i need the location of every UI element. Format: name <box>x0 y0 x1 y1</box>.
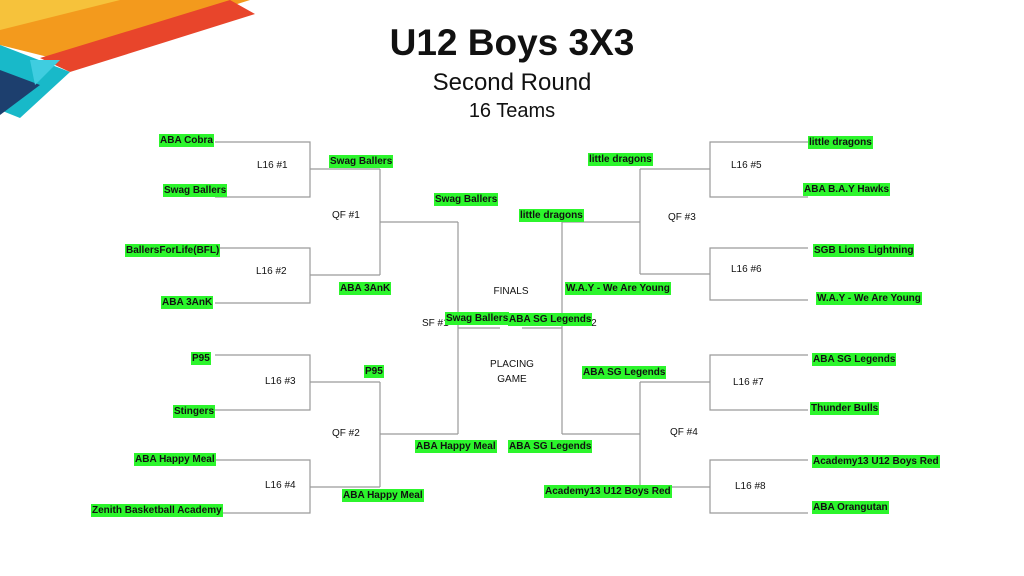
right-r1-team-2: ABA B.A.Y Hawks <box>803 183 891 196</box>
left-r1-team-2: Swag Ballers <box>163 184 228 197</box>
left-r1-team-5: P95 <box>191 352 211 365</box>
left-r1-team-3: BallersForLife(BFL) <box>125 244 221 257</box>
right-sf-team-1: little dragons <box>519 209 584 222</box>
page-subtitle: Second Round <box>432 69 592 96</box>
slot-qf-2: QF #2 <box>332 428 360 439</box>
left-r1-team-4: ABA 3AnK <box>161 296 214 309</box>
right-sf-team-2: ABA SG Legends <box>508 440 593 453</box>
left-qf-team-2: ABA 3AnK <box>339 282 392 295</box>
left-qf-team-1: Swag Ballers <box>329 155 394 168</box>
left-r1-team-1: ABA Cobra <box>159 134 214 147</box>
finals-label: FINALS <box>493 286 529 297</box>
right-qf-team-3: ABA SG Legends <box>582 366 667 379</box>
right-finalist: ABA SG Legends <box>508 313 593 326</box>
right-r1-team-5: ABA SG Legends <box>812 353 897 366</box>
slot-l16-6: L16 #6 <box>731 264 762 275</box>
slot-l16-1: L16 #1 <box>257 160 288 171</box>
left-r1-team-6: Stingers <box>173 405 216 418</box>
right-r1-team-3: SGB Lions Lightning <box>813 244 915 257</box>
placing-game-label: PLACING GAME <box>490 359 534 385</box>
left-sf-team-1: Swag Ballers <box>434 193 499 206</box>
right-r1-team-4: W.A.Y - We Are Young <box>816 292 922 305</box>
corner-decoration <box>0 0 255 118</box>
slot-qf-3: QF #3 <box>668 212 696 223</box>
left-qf-team-3: P95 <box>364 365 384 378</box>
slot-l16-8: L16 #8 <box>735 481 766 492</box>
left-finalist: Swag Ballers <box>445 312 510 325</box>
right-r1-team-8: ABA Orangutan <box>812 501 889 514</box>
slot-l16-5: L16 #5 <box>731 160 762 171</box>
right-r1-team-6: Thunder Bulls <box>810 402 880 415</box>
left-r1-team-8: Zenith Basketball Academy <box>91 504 223 517</box>
right-qf-team-2: W.A.Y - We Are Young <box>565 282 671 295</box>
left-sf-team-2: ABA Happy Meal <box>415 440 497 453</box>
slot-qf-4: QF #4 <box>670 427 698 438</box>
teams-count: 16 Teams <box>468 100 556 122</box>
left-r1-team-7: ABA Happy Meal <box>134 453 216 466</box>
page-title: U12 Boys 3X3 <box>389 22 635 63</box>
slot-l16-3: L16 #3 <box>265 376 296 387</box>
slot-l16-4: L16 #4 <box>265 480 296 491</box>
slot-l16-7: L16 #7 <box>733 377 764 388</box>
right-r1-team-1: little dragons <box>808 136 873 149</box>
slot-sf-1: SF #1 <box>422 318 449 329</box>
left-qf-team-4: ABA Happy Meal <box>342 489 424 502</box>
right-qf-team-1: little dragons <box>588 153 653 166</box>
slot-qf-1: QF #1 <box>332 210 360 221</box>
slot-l16-2: L16 #2 <box>256 266 287 277</box>
right-r1-team-7: Academy13 U12 Boys Red <box>812 455 940 468</box>
right-qf-team-4: Academy13 U12 Boys Red <box>544 485 672 498</box>
